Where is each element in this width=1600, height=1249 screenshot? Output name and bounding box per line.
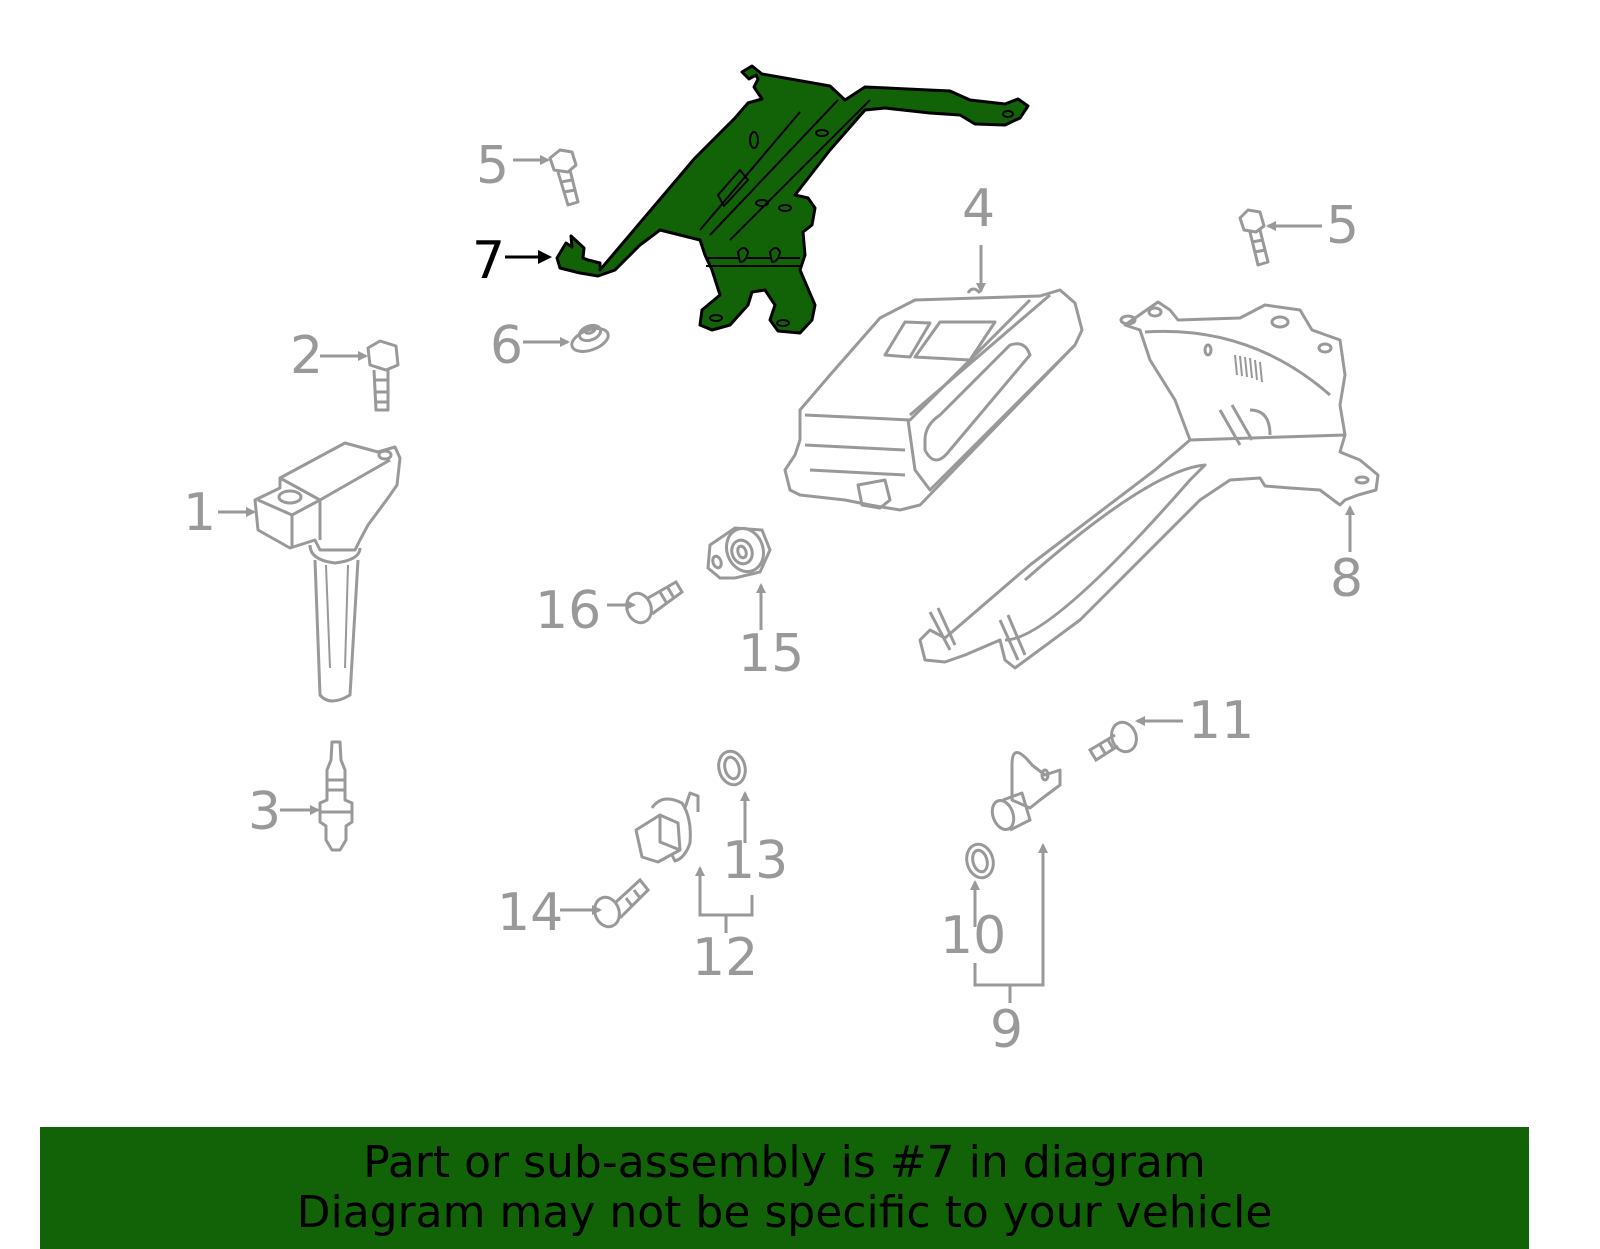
callout-16[interactable]: 16 (535, 581, 602, 641)
spark-plug-part-3[interactable] (318, 740, 354, 852)
nut-part-6[interactable] (569, 323, 612, 356)
callout-8[interactable]: 8 (1330, 549, 1364, 609)
bolt-part-14[interactable] (591, 877, 651, 930)
leader-line-7 (505, 250, 552, 264)
leader-lines (218, 155, 1355, 1003)
callout-7-selected[interactable]: 7 (472, 231, 506, 291)
bolt-part-5b[interactable] (1238, 208, 1270, 267)
bolt-part-2[interactable] (366, 339, 400, 412)
ignition-coil-part-1[interactable] (253, 441, 402, 703)
o-ring-part-10[interactable] (963, 841, 997, 881)
ecm-bracket-part-7[interactable] (555, 64, 1030, 335)
support-bracket-part-8[interactable] (918, 300, 1380, 670)
bolt-part-5a[interactable] (548, 148, 580, 207)
callout-12[interactable]: 12 (692, 928, 759, 988)
ecm-part-4[interactable] (783, 287, 1084, 512)
callout-2[interactable]: 2 (290, 326, 324, 386)
callout-3[interactable]: 3 (248, 782, 282, 842)
callout-15[interactable]: 15 (738, 624, 805, 684)
callout-10[interactable]: 10 (940, 906, 1007, 966)
callout-9[interactable]: 9 (990, 1000, 1024, 1060)
banner-line-part-info: Part or sub-assembly is #7 in diagram (363, 1137, 1206, 1188)
callout-13[interactable]: 13 (722, 831, 789, 891)
callout-11[interactable]: 11 (1188, 691, 1255, 751)
info-banner: Part or sub-assembly is #7 in diagram Di… (40, 1127, 1529, 1249)
callout-5b[interactable]: 5 (1326, 196, 1360, 256)
knock-sensor-part-15[interactable] (706, 523, 772, 580)
callout-6[interactable]: 6 (490, 316, 524, 376)
bolt-part-16[interactable] (623, 579, 684, 626)
crankshaft-sensor-part-12[interactable] (634, 791, 700, 864)
callout-4[interactable]: 4 (962, 179, 996, 239)
bolt-part-11[interactable] (1087, 719, 1140, 763)
callout-1[interactable]: 1 (183, 483, 217, 543)
callout-14[interactable]: 14 (497, 883, 564, 943)
o-ring-part-13[interactable] (715, 748, 749, 788)
camshaft-sensor-part-9[interactable] (988, 751, 1062, 833)
banner-line-disclaimer: Diagram may not be specific to your vehi… (296, 1187, 1273, 1238)
callout-5a[interactable]: 5 (476, 136, 510, 196)
